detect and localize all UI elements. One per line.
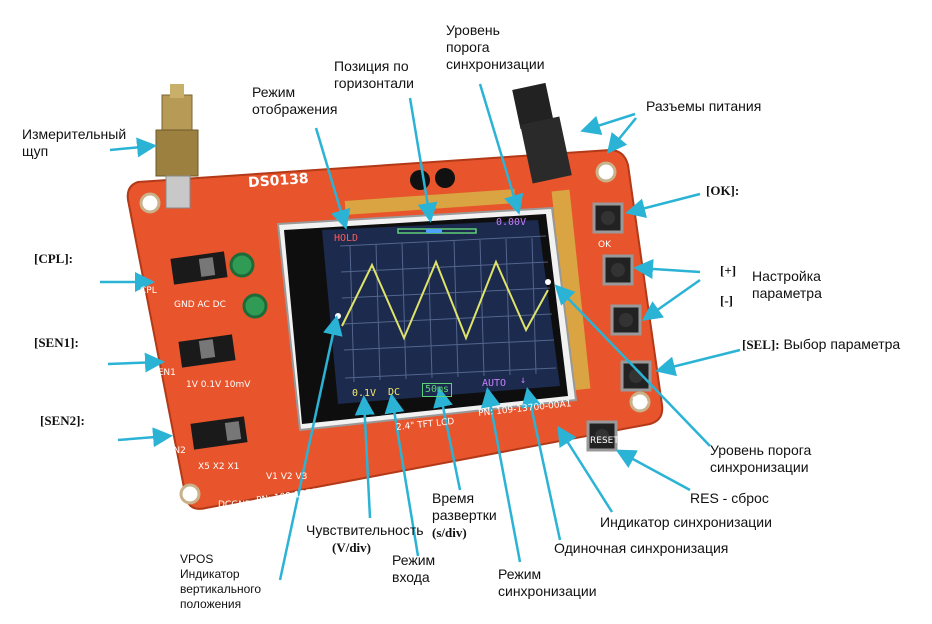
silk-dcgnd: DCGND <box>218 500 252 510</box>
screen-grid <box>339 235 557 383</box>
label-plus: [+] <box>720 263 737 278</box>
board-model-silk: DS0138 <box>247 170 310 192</box>
label-sen2: [SEN2]: <box>40 413 85 428</box>
label-cpl: [CPL]: <box>34 251 73 266</box>
silk-cpl-options: GND AC DC <box>174 300 226 310</box>
silk-sen1-options: 1V 0.1V 10mV <box>186 380 251 390</box>
screen-coupling: DC <box>388 387 401 398</box>
lcd-screen <box>322 220 560 404</box>
silk-v: V1 V2 V3 <box>266 472 308 482</box>
label-power: Разъемы питания <box>646 98 762 114</box>
screen-hold: HOLD <box>334 233 359 244</box>
silk-sen2-options: X5 X2 X1 <box>198 462 240 472</box>
trigger-level-marker <box>545 279 551 285</box>
screen-timebase: 50ms <box>422 383 453 397</box>
push-buttons <box>586 202 652 452</box>
screen-trigger-level: 0.00V <box>496 217 527 228</box>
label-sel-key: [SEL]: <box>742 337 780 352</box>
label-minus: [-] <box>720 293 733 308</box>
screen-trigger-mode: AUTO <box>482 378 507 389</box>
silk-reset: RESET <box>590 436 619 446</box>
bnc-connector <box>155 84 199 209</box>
label-trig-indicator: Индикатор синхронизации <box>600 514 772 530</box>
screen-slope: ↓ <box>520 375 527 386</box>
vpos-marker <box>335 313 341 319</box>
silk-ok: OK <box>598 240 611 250</box>
label-sel-text: Выбор параметра <box>783 336 901 352</box>
switches <box>170 251 248 450</box>
screen-sensitivity: 0.1V <box>352 388 377 399</box>
power-connector <box>512 82 572 184</box>
silk-sel: SEL <box>632 396 649 406</box>
silk-sen2: SEN2 <box>162 446 186 456</box>
signal-trace <box>341 259 549 341</box>
label-sel: [SEL]: Выбор параметра <box>742 336 900 353</box>
callout-arrows <box>100 83 741 581</box>
silk-cpl: CPL <box>140 286 157 296</box>
label-sen1: [SEN1]: <box>34 335 79 350</box>
label-sensitivity: Чувствительность (V/div) <box>306 522 424 555</box>
silk-sen1: SEN1 <box>152 368 176 378</box>
label-res: RES - сброс <box>690 490 769 506</box>
label-single-trig: Одиночная синхронизация <box>554 540 729 556</box>
label-ok: [OK]: <box>706 183 740 198</box>
